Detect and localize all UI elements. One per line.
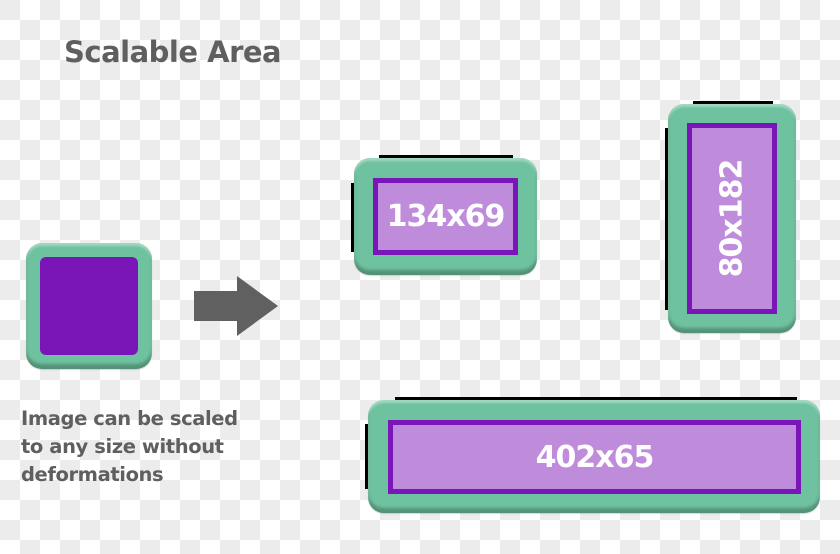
source-tile — [26, 243, 152, 369]
size-label: 80x182 — [714, 159, 750, 278]
slice-guide-left — [665, 128, 668, 310]
slice-guide-top — [693, 101, 773, 104]
slice-guide-left — [365, 424, 368, 489]
caption: Image can be scaled to any size without … — [21, 405, 261, 489]
scaled-tile-center: 402x65 — [388, 420, 801, 494]
caption-line: to any size without — [21, 435, 224, 458]
right-arrow-icon — [194, 276, 278, 336]
slice-guide-top — [379, 155, 513, 158]
scaled-tile-134x69: 134x69 — [354, 158, 537, 275]
slice-guide-left — [351, 183, 354, 252]
caption-line: Image can be scaled — [21, 407, 238, 430]
size-label: 134x69 — [386, 199, 506, 234]
scaled-tile-402x65: 402x65 — [368, 400, 820, 513]
title: Scalable Area — [64, 35, 282, 69]
scaled-tile-center: 134x69 — [373, 178, 518, 255]
scaled-tile-center: 80x182 — [687, 123, 777, 314]
source-tile-center — [40, 257, 138, 355]
size-label: 402x65 — [535, 439, 655, 475]
slice-guide-top — [395, 397, 797, 400]
scaled-tile-80x182: 80x182 — [668, 104, 796, 333]
caption-line: deformations — [21, 463, 164, 486]
